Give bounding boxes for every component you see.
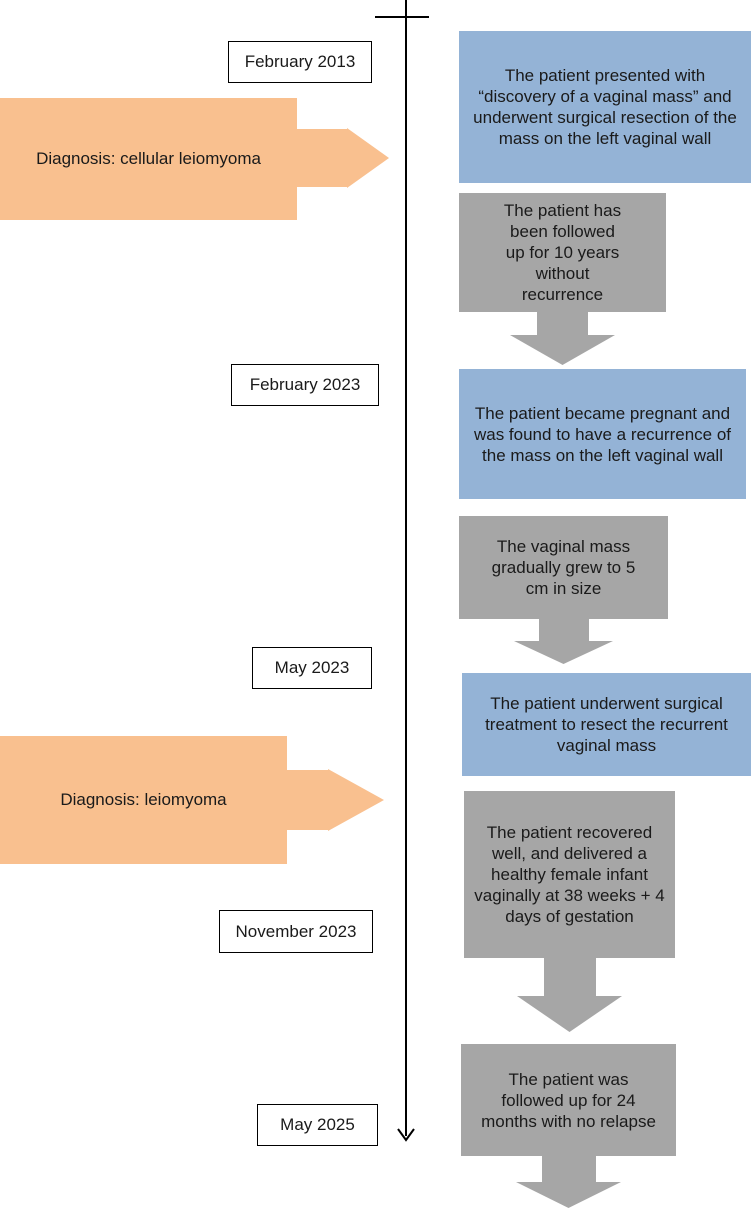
diagnosis-arrow-cellular-leiomyoma: Diagnosis: cellular leiomyoma: [0, 98, 389, 220]
down-arrowhead-icon: [516, 1156, 621, 1208]
interval-arrow-mass-growth: The vaginal mass gradually grew to 5 cm …: [459, 516, 668, 664]
date-label-may-2023: May 2023: [252, 647, 372, 689]
diagnosis-label-leiomyoma: Diagnosis: leiomyoma: [60, 790, 227, 809]
diagnosis-arrow-leiomyoma: Diagnosis: leiomyoma: [0, 736, 384, 864]
interval-arrow-24-month-followup: The patient was followed up for 24 month…: [461, 1044, 676, 1208]
date-label-nov-2023: November 2023: [219, 910, 373, 953]
event-box-recurrence: The patient became pregnant and was foun…: [459, 369, 746, 499]
timeline-start-cap: [375, 16, 429, 18]
date-label-feb-2023: February 2023: [231, 364, 379, 406]
timeline-arrowhead: [397, 1128, 415, 1142]
diagnosis-label-cellular-leiomyoma: Diagnosis: cellular leiomyoma: [36, 149, 261, 168]
right-arrow-icon: [0, 736, 384, 864]
interval-arrow-10-year-followup: The patient has been followed up for 10 …: [459, 193, 666, 365]
interval-text-24-month-followup: The patient was followed up for 24 month…: [461, 1044, 676, 1156]
down-arrowhead-icon: [517, 958, 622, 1032]
interval-text-recovery-delivery: The patient recovered well, and delivere…: [464, 791, 675, 958]
timeline-axis: [405, 0, 407, 1136]
right-arrow-icon: [0, 98, 389, 220]
down-arrowhead-icon: [514, 619, 613, 664]
down-arrowhead-icon: [510, 312, 615, 365]
interval-text-10-year-followup: The patient has been followed up for 10 …: [459, 193, 666, 312]
interval-arrow-recovery-delivery: The patient recovered well, and delivere…: [464, 791, 675, 1032]
date-label-may-2025: May 2025: [257, 1104, 378, 1146]
event-box-initial-resection: The patient presented with “discovery of…: [459, 31, 751, 183]
interval-text-mass-growth: The vaginal mass gradually grew to 5 cm …: [459, 516, 668, 619]
event-box-second-resection: The patient underwent surgical treatment…: [462, 673, 751, 776]
date-label-feb-2013: February 2013: [228, 41, 372, 83]
